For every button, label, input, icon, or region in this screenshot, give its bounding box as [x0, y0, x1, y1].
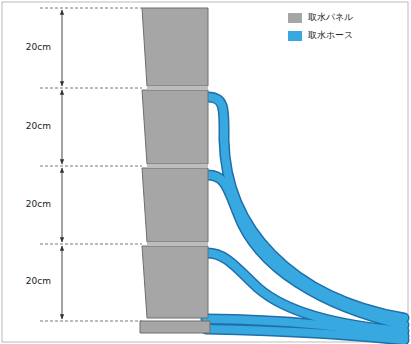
intake-panels	[140, 8, 210, 333]
frame	[2, 2, 408, 342]
extension-lines	[40, 8, 142, 321]
dimension-label: 20cm	[25, 200, 52, 210]
dimension-label: 20cm	[25, 43, 52, 53]
dimension-label: 20cm	[25, 277, 52, 287]
legend-swatch	[288, 31, 302, 41]
legend-swatch	[288, 13, 302, 23]
dimension-label: 20cm	[25, 122, 52, 132]
panel-ledges	[147, 86, 208, 246]
dimension-lines	[62, 10, 63, 319]
legend-label: 取水ホース	[308, 31, 353, 41]
legend-label: 取水パネル	[308, 13, 353, 23]
intake-hoses	[206, 97, 404, 340]
